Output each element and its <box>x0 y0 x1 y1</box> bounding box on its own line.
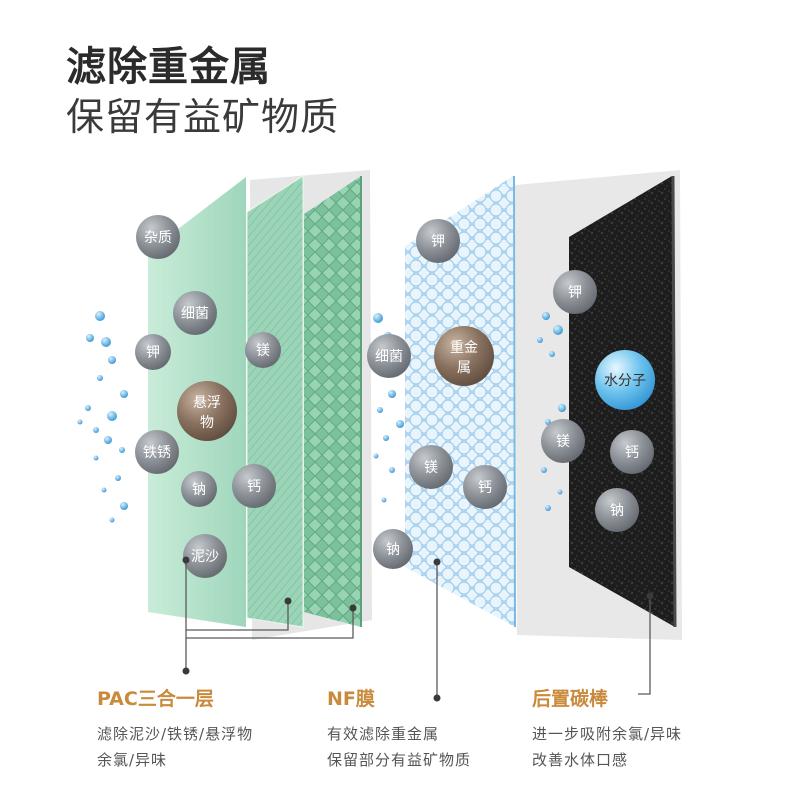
particle-label: 钙 <box>247 479 261 495</box>
particle-label: 重金 <box>450 340 478 356</box>
particle-label: 镁 <box>556 434 570 450</box>
particle-rust: 铁锈 <box>135 430 179 474</box>
particle-label: 钠 <box>386 542 400 558</box>
pac-layer-middle <box>246 175 304 628</box>
particle-label: 镁 <box>256 343 270 359</box>
particle-label: 悬浮 <box>193 395 221 411</box>
layer-edge <box>513 175 516 628</box>
particle-magnesium: 镁 <box>541 419 585 463</box>
particle-potassium: 钾 <box>135 334 171 370</box>
particle-label: 细菌 <box>375 349 403 365</box>
particle-label: 属 <box>457 360 471 376</box>
particle-potassium: 钾 <box>553 270 597 314</box>
particle-impurity: 杂质 <box>136 215 180 259</box>
particle-sodium: 钠 <box>595 488 639 532</box>
particle-label: 物 <box>200 415 214 431</box>
particle-magnesium: 镁 <box>245 332 281 368</box>
particle-bacteria: 细菌 <box>173 291 217 335</box>
particle-calcium: 钙 <box>610 430 654 474</box>
caption-title-carbon: 后置碳棒 <box>532 688 609 710</box>
caption-text-nf-line2: 保留部分有益矿物质 <box>327 751 472 769</box>
pac-layer-woven <box>304 176 361 627</box>
caption-text-pac-line1: 滤除泥沙/铁锈/悬浮物 <box>97 725 254 743</box>
particle-sodium: 钠 <box>373 529 413 569</box>
particle-label: 钾 <box>431 234 445 250</box>
caption-text-carbon-line2: 改善水体口感 <box>532 751 629 769</box>
headline-title: 滤除重金属 <box>66 44 271 90</box>
water-drops-middle <box>369 313 404 503</box>
particle-label: 钠 <box>192 482 206 498</box>
particle-heavy-metal: 重金 属 <box>434 326 494 386</box>
leader-lines <box>185 560 651 696</box>
particle-label: 细菌 <box>181 306 209 322</box>
particle-potassium: 钾 <box>416 219 460 263</box>
water-drops-right <box>537 312 566 511</box>
caption-text-pac-line2: 余氯/异味 <box>97 751 168 769</box>
particle-bacteria: 细菌 <box>367 334 411 378</box>
nf-membrane-layer <box>405 176 515 627</box>
particle-label: 泥沙 <box>191 549 219 565</box>
particle-suspended-matter: 悬浮 物 <box>177 381 237 441</box>
layer-edge <box>671 175 677 628</box>
caption-title-pac: PAC三合一层 <box>97 688 214 710</box>
particle-label: 镁 <box>424 460 438 476</box>
particle-label: 钠 <box>610 503 624 519</box>
particle-label: 钙 <box>625 445 639 461</box>
water-drops-left <box>77 311 128 523</box>
caption-text-carbon-line1: 进一步吸附余氯/异味 <box>532 725 683 743</box>
particle-label: 钾 <box>568 285 582 301</box>
caption-text-nf-line1: 有效滤除重金属 <box>327 725 440 743</box>
caption-title-nf: NF膜 <box>327 688 375 710</box>
particle-label: 钙 <box>478 480 492 496</box>
particle-silt: 泥沙 <box>183 534 227 578</box>
particle-label: 杂质 <box>144 230 172 246</box>
leader-dots <box>182 556 654 702</box>
particle-sodium: 钠 <box>181 471 217 507</box>
particle-label: 水分子 <box>604 373 646 389</box>
particle-calcium: 钙 <box>463 465 507 509</box>
particle-magnesium: 镁 <box>409 445 453 489</box>
particle-calcium: 钙 <box>232 464 276 508</box>
particle-water-molecule: 水分子 <box>595 350 655 410</box>
particle-label: 钾 <box>146 345 160 361</box>
headline-subtitle: 保留有益矿物质 <box>66 95 340 139</box>
particle-label: 铁锈 <box>143 445 171 461</box>
